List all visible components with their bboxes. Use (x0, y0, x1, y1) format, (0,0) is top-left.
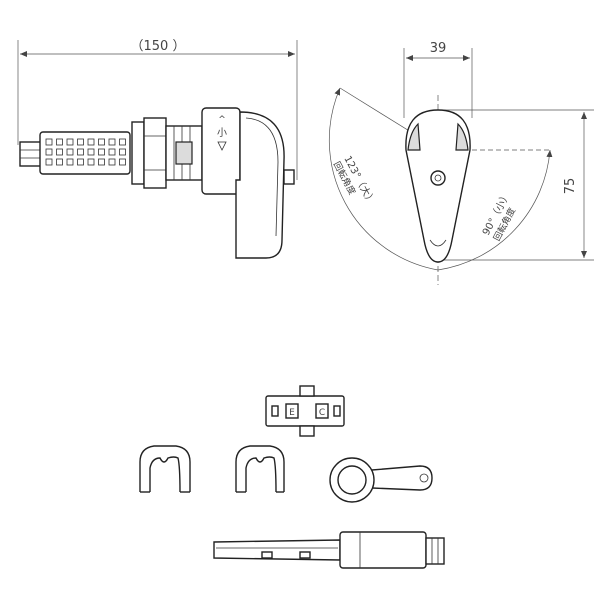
retaining-clip-1 (139, 445, 191, 493)
retaining-clip-2 (235, 445, 285, 493)
rib-cell (98, 148, 105, 156)
rib-cell (77, 138, 84, 146)
rib-cell (56, 148, 63, 156)
rib-cell (98, 158, 105, 166)
front-view: 39 75 123°（大） 回転角度 (328, 41, 594, 285)
rib-cell (119, 158, 126, 166)
rib-cell (108, 138, 116, 146)
rib-cell (66, 148, 74, 156)
threaded-neck (165, 125, 203, 181)
height-dimension-label: 75 (563, 178, 578, 195)
connector-part: E C (265, 385, 345, 437)
rib-cell (87, 138, 95, 146)
lever-handle-side (235, 111, 295, 259)
cable-harness (213, 531, 445, 569)
rib-cell (108, 158, 116, 166)
rib-cell (45, 138, 53, 146)
rib-cell (87, 148, 95, 156)
rib-cell (56, 138, 63, 146)
rib-cell (77, 158, 84, 166)
cable (19, 141, 43, 167)
width-dimension-label: 39 (430, 41, 447, 56)
width-dimension: 39 (403, 41, 473, 118)
connector-mark-e: E (289, 408, 295, 418)
rib-cell (119, 148, 126, 156)
lever-handle-front (405, 109, 471, 263)
lever-mark-large-arrow: ^ (218, 115, 226, 125)
side-view: （150 ） ^ (17, 39, 298, 259)
rotation-label-small: 90°（小） 回転角度 (480, 190, 518, 243)
rib-cell (108, 148, 116, 156)
rib-cell (56, 158, 63, 166)
rib-cell (66, 138, 74, 146)
rib-cell (45, 158, 53, 166)
lever-mark-small: 小 (217, 127, 227, 139)
rib-cell (66, 158, 74, 166)
down-arrow-icon (217, 141, 227, 151)
connector-mark-c: C (319, 408, 325, 418)
length-dimension-label: （150 ） (131, 39, 186, 54)
rib-cell (77, 148, 84, 156)
hex-nut (131, 117, 167, 189)
ribbed-shaft (39, 131, 131, 175)
rotation-label-large: 123°（大） 回転角度 (331, 153, 378, 207)
lever-plate: ^ 小 (201, 107, 241, 195)
rib-cell (45, 148, 53, 156)
rib-cell (87, 158, 95, 166)
height-dimension: 75 (440, 109, 594, 261)
length-dimension: （150 ） (17, 39, 298, 180)
lever-screw (430, 170, 446, 186)
rib-cell (119, 138, 126, 146)
rib-cell (98, 138, 105, 146)
wrench-tool (329, 457, 433, 503)
